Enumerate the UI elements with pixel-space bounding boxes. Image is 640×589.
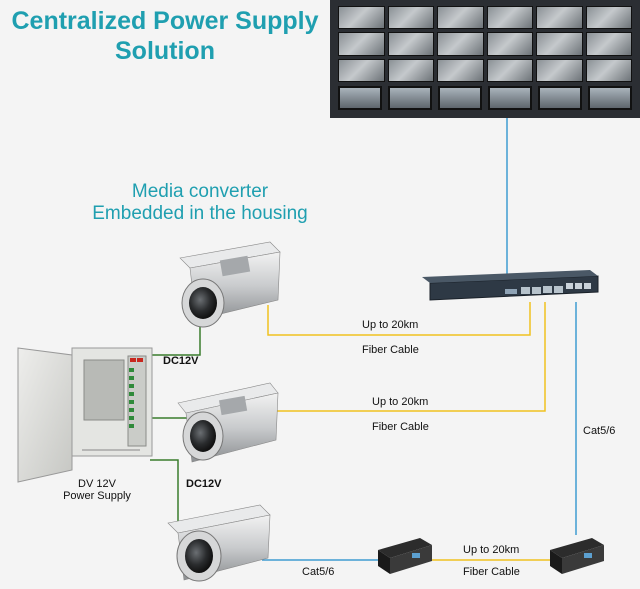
cat-vertical-label: Cat5/6 — [583, 425, 616, 437]
link2-cable-label: Fiber Cable — [372, 421, 429, 433]
connection-lines — [149, 118, 577, 561]
fiber-line-1 — [267, 302, 531, 336]
network-switch-icon — [422, 270, 599, 301]
fiber-line-2 — [268, 302, 546, 412]
page-title: Centralized Power Supply Solution — [0, 6, 330, 66]
power-supply-line-1: DV 12V — [78, 478, 116, 490]
media-converter-left-icon — [378, 538, 432, 574]
camera-2-icon — [177, 382, 279, 463]
cat-bottom-label: Cat5/6 — [302, 566, 335, 578]
power-supply-line-2: Power Supply — [63, 490, 131, 502]
link1-cable-label: Fiber Cable — [362, 344, 419, 356]
link2-distance-label: Up to 20km — [372, 396, 429, 408]
camera-3-icon — [167, 504, 271, 582]
link3-distance-label: Up to 20km — [463, 544, 520, 556]
title-line-2: Solution — [115, 37, 215, 65]
link3-cable-label: Fiber Cable — [463, 566, 520, 578]
video-wall-icon — [330, 0, 640, 118]
power-line-bottom — [150, 459, 179, 525]
link1-distance-label: Up to 20km — [362, 319, 419, 331]
dc12v-bottom-label: DC12V — [186, 478, 222, 490]
media-converter-line-2: Embedded in the housing — [92, 203, 308, 224]
media-converter-line-1: Media converter — [131, 181, 269, 202]
media-converter-caption: Media converter Embedded in the housing — [60, 181, 340, 225]
dc12v-top-label: DC12V — [163, 355, 199, 367]
title-line-1: Centralized Power Supply — [11, 7, 319, 35]
media-converter-right-icon — [550, 538, 604, 574]
power-supply-caption: DV 12V Power Supply — [52, 478, 142, 502]
power-supply-box-icon — [17, 347, 153, 483]
camera-1-icon — [179, 241, 281, 328]
